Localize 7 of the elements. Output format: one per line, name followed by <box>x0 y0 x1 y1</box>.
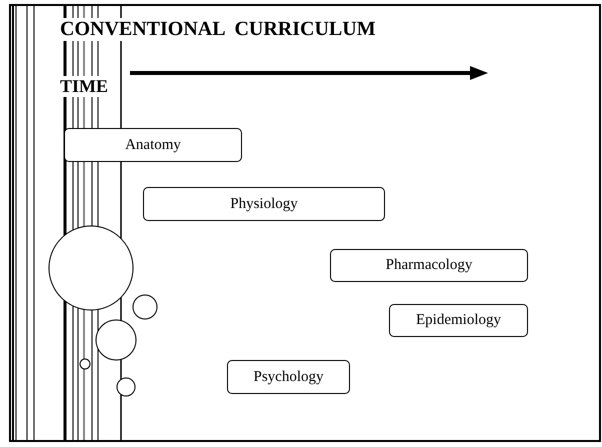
axis-label: TIME <box>60 76 108 97</box>
subject-box: Pharmacology <box>330 249 528 282</box>
subject-box: Psychology <box>227 360 350 394</box>
subject-box: Anatomy <box>64 128 242 162</box>
subject-box: Physiology <box>143 187 385 221</box>
slide-title: CONVENTIONAL CURRICULUM <box>60 18 376 41</box>
subject-box: Epidemiology <box>389 304 528 337</box>
